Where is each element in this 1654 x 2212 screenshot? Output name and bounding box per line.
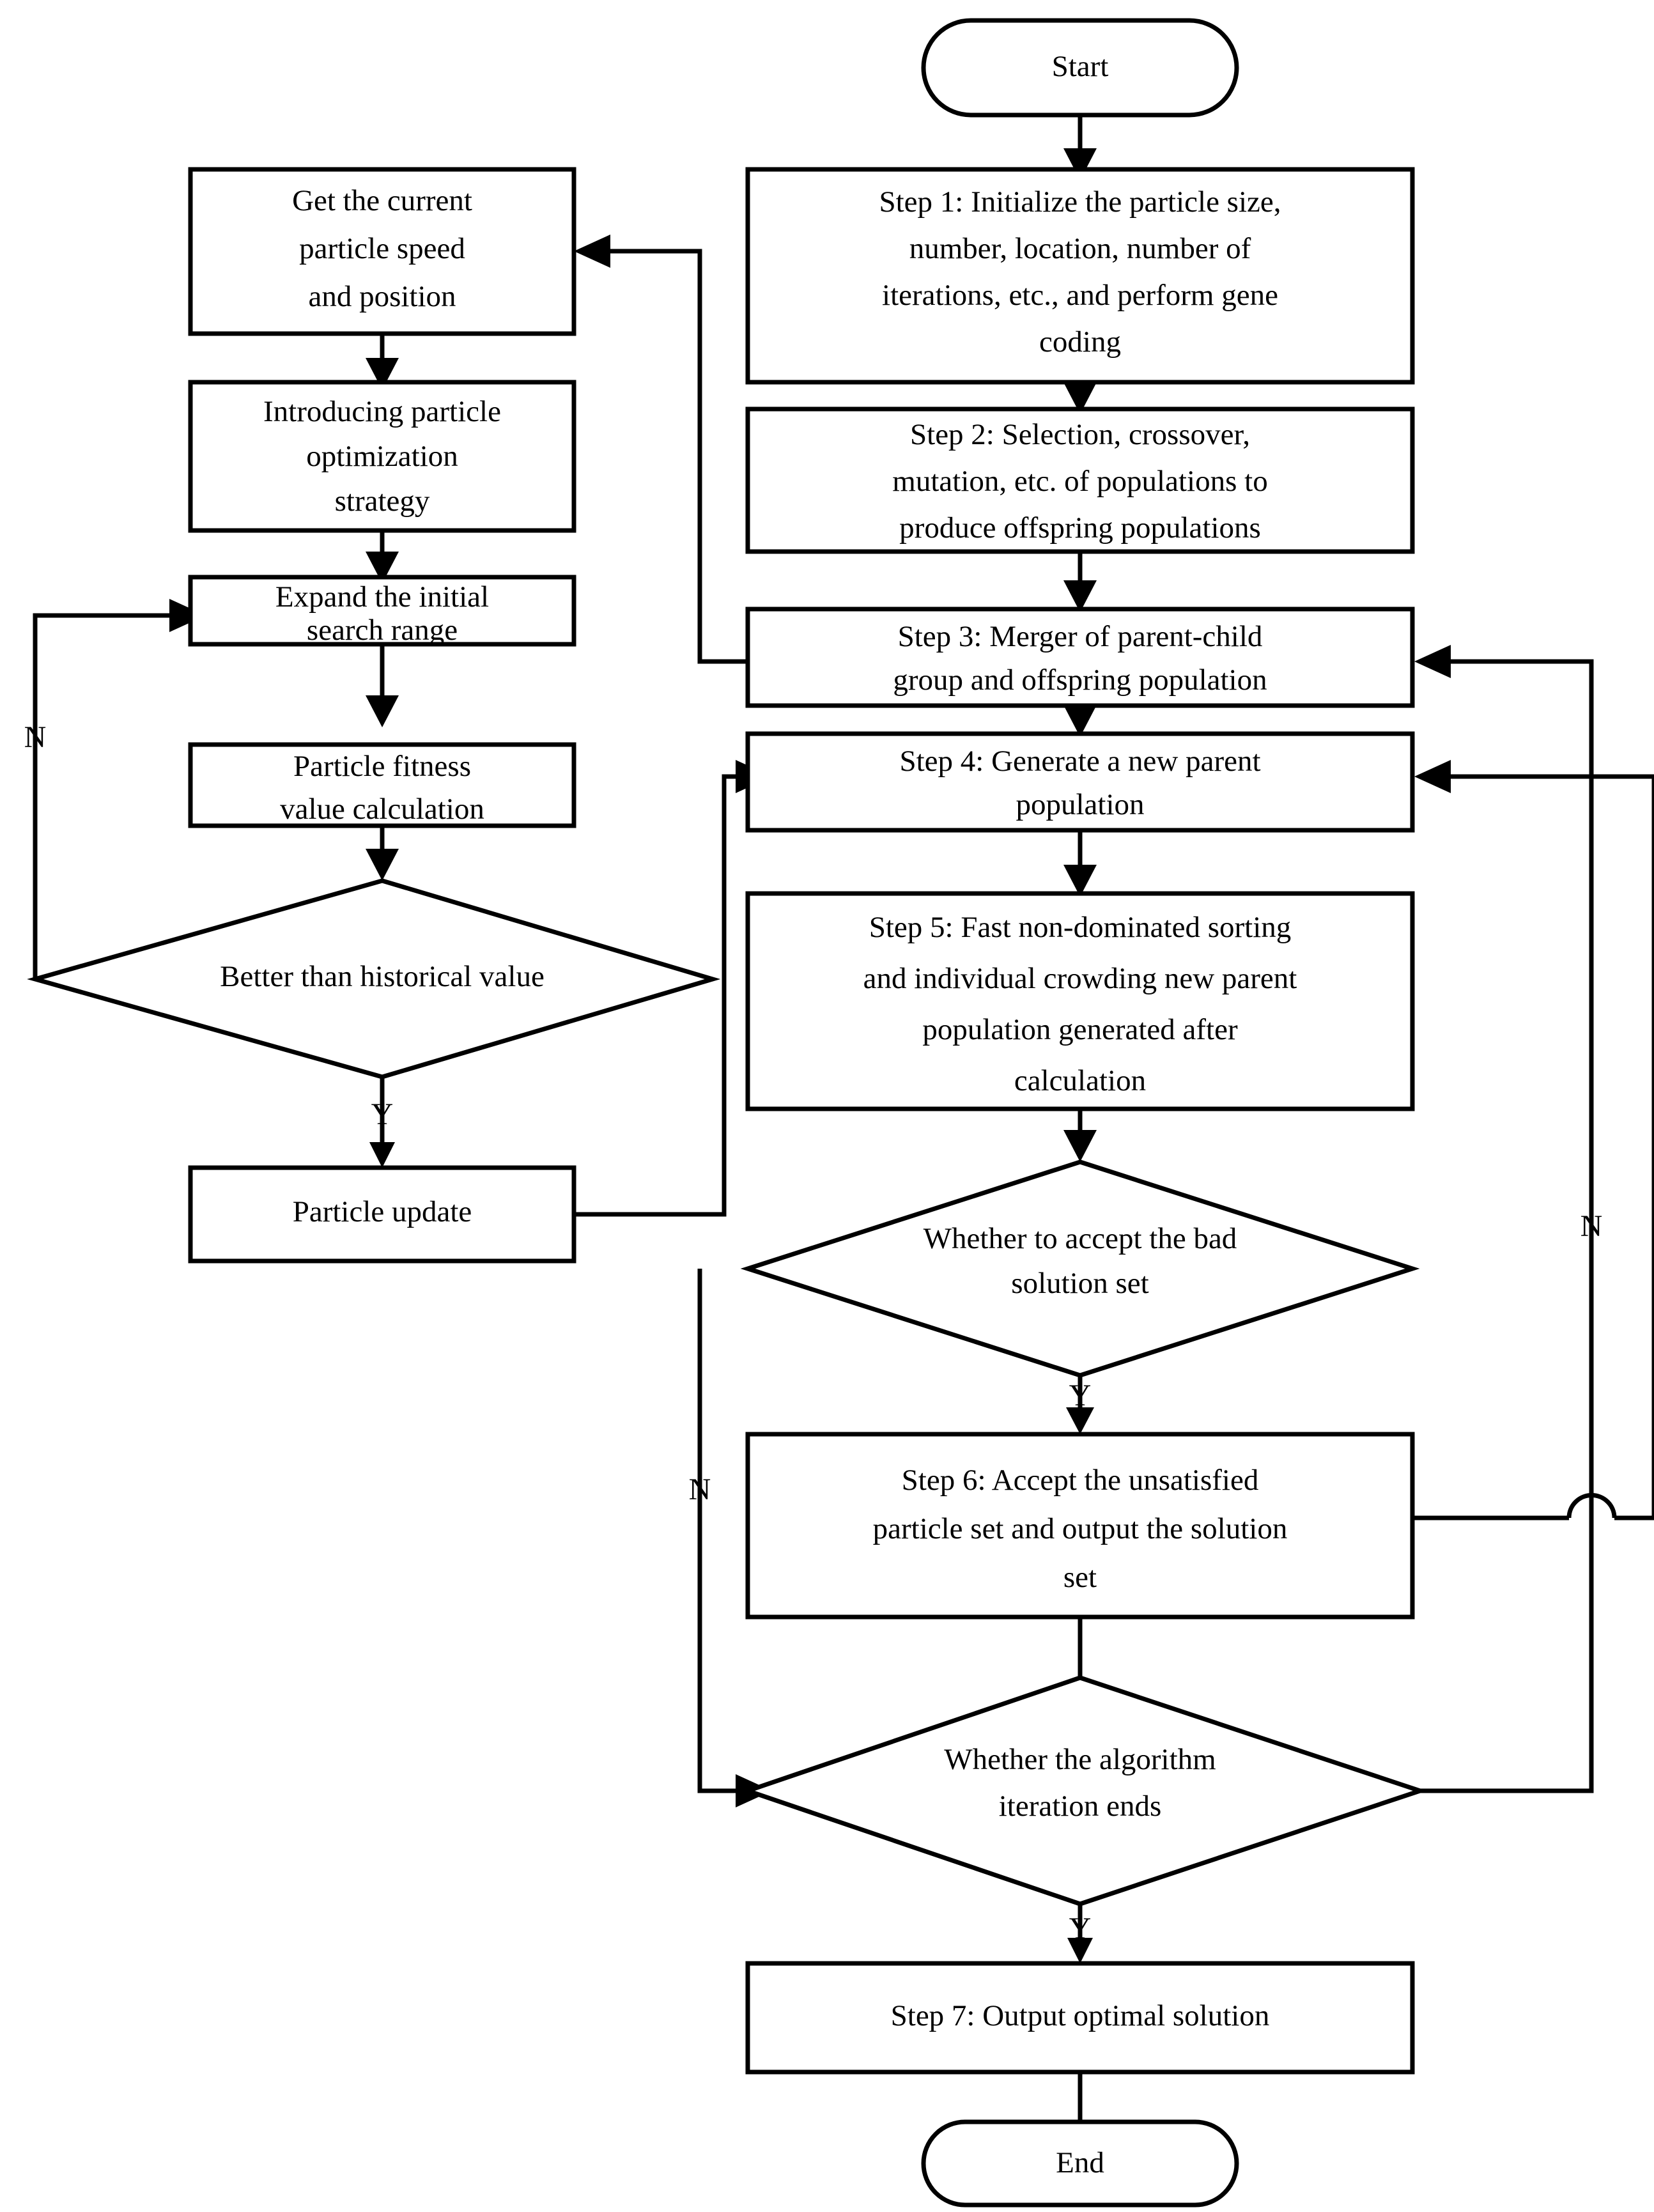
node-step6[interactable]: Step 6: Accept the unsatisfied particle … [745,1432,1415,1620]
branch-label-better-yes: Y [371,1097,394,1131]
node-fitness-line2: value calculation [280,793,484,826]
node-accept-bad-decision[interactable]: Whether to accept the bad solution set [740,1159,1420,1378]
node-step1-line4: coding [1039,325,1121,359]
node-step5[interactable]: Step 5: Fast non-dominated sorting and i… [745,891,1415,1111]
node-introduce-line2: optimization [306,440,458,473]
branch-label-iteration-no: N [1581,1209,1603,1243]
edge-step6-to-step4 [1412,760,1654,1520]
node-better-label: Better than historical value [220,960,545,993]
node-step5-line3: population generated after [922,1013,1238,1046]
node-step2-line1: Step 2: Selection, crossover, [910,418,1250,451]
node-step1-line1: Step 1: Initialize the particle size, [879,185,1281,219]
node-step1-line2: number, location, number of [909,232,1251,265]
node-step6-line3: set [1063,1561,1097,1594]
node-expand-range[interactable]: Expand the initial search range [188,575,576,647]
node-step4[interactable]: Step 4: Generate a new parent population [745,731,1415,833]
edge-better-yes-to-particle-update [369,1077,395,1168]
node-end-label: End [1056,2146,1104,2179]
node-get-speed-line2: particle speed [299,232,465,265]
branch-label-accept-bad-yes: Y [1069,1379,1092,1412]
edge-step1-to-step2 [1063,382,1097,414]
edge-step4-to-step5 [1063,830,1097,897]
node-introduce-line3: strategy [335,484,430,518]
node-step6-line1: Step 6: Accept the unsatisfied [902,1464,1259,1497]
edge-step5-to-accept-bad [1063,1109,1097,1162]
node-fitness-line1: Particle fitness [293,750,471,783]
node-get-speed-line3: and position [308,280,456,313]
node-step5-line2: and individual crowding new parent [863,962,1297,995]
node-step2-line2: mutation, etc. of populations to [892,465,1267,498]
edge-expand-to-fitness [366,644,399,727]
node-expand-line1: Expand the initial [275,580,489,614]
node-step3-line2: group and offspring population [893,663,1267,697]
node-step2-line3: produce offspring populations [899,511,1261,545]
edge-fitness-to-better [366,826,399,881]
node-step3-line1: Step 3: Merger of parent-child [898,620,1263,653]
edge-introduce-to-expand [366,530,399,584]
node-step6-line2: particle set and output the solution [873,1512,1288,1545]
node-step5-line4: calculation [1014,1064,1146,1097]
node-iteration-line2: iteration ends [999,1790,1162,1823]
node-accept-bad-line2: solution set [1011,1267,1148,1300]
branch-label-iteration-yes: Y [1069,1912,1092,1945]
node-particle-update[interactable]: Particle update [188,1165,576,1264]
node-step7[interactable]: Step 7: Output optimal solution [745,1961,1415,2075]
node-step4-line2: population [1016,788,1144,821]
node-better-than-historical-decision[interactable]: Better than historical value [27,878,721,1079]
node-start-label: Start [1052,50,1109,83]
edge-get-speed-to-introduce [366,334,399,390]
node-step4-line1: Step 4: Generate a new parent [899,745,1260,778]
branch-label-better-no: N [24,720,47,754]
node-iteration-line1: Whether the algorithm [944,1743,1216,1776]
edge-iteration-no-to-step3 [1414,645,1594,1793]
branch-label-accept-bad-no: N [689,1473,711,1506]
node-get-speed-line1: Get the current [292,184,472,217]
node-expand-line2: search range [307,614,458,647]
node-iteration-ends-decision[interactable]: Whether the algorithm iteration ends [741,1675,1428,1906]
node-get-speed[interactable]: Get the current particle speed and posit… [188,167,576,336]
node-introduce-pso[interactable]: Introducing particle optimization strate… [188,380,576,533]
node-start[interactable]: Start [921,18,1239,118]
node-fitness[interactable]: Particle fitness value calculation [188,742,576,828]
node-step5-line1: Step 5: Fast non-dominated sorting [869,911,1292,944]
node-end[interactable]: End [921,2119,1239,2208]
node-introduce-line1: Introducing particle [263,395,501,428]
node-step7-label: Step 7: Output optimal solution [891,1999,1270,2032]
node-step1-line3: iterations, etc., and perform gene [882,279,1278,312]
edge-better-no-to-expand [33,599,206,979]
node-accept-bad-line1: Whether to accept the bad [924,1222,1237,1255]
edge-step2-to-step3 [1063,552,1097,612]
node-particle-update-label: Particle update [293,1195,472,1228]
edge-start-to-step1 [1063,115,1097,180]
node-step1[interactable]: Step 1: Initialize the particle size, nu… [745,167,1415,385]
node-step2[interactable]: Step 2: Selection, crossover, mutation, … [745,406,1415,554]
node-step3[interactable]: Step 3: Merger of parent-child group and… [745,607,1415,708]
edge-step3-to-get-speed [574,235,748,664]
